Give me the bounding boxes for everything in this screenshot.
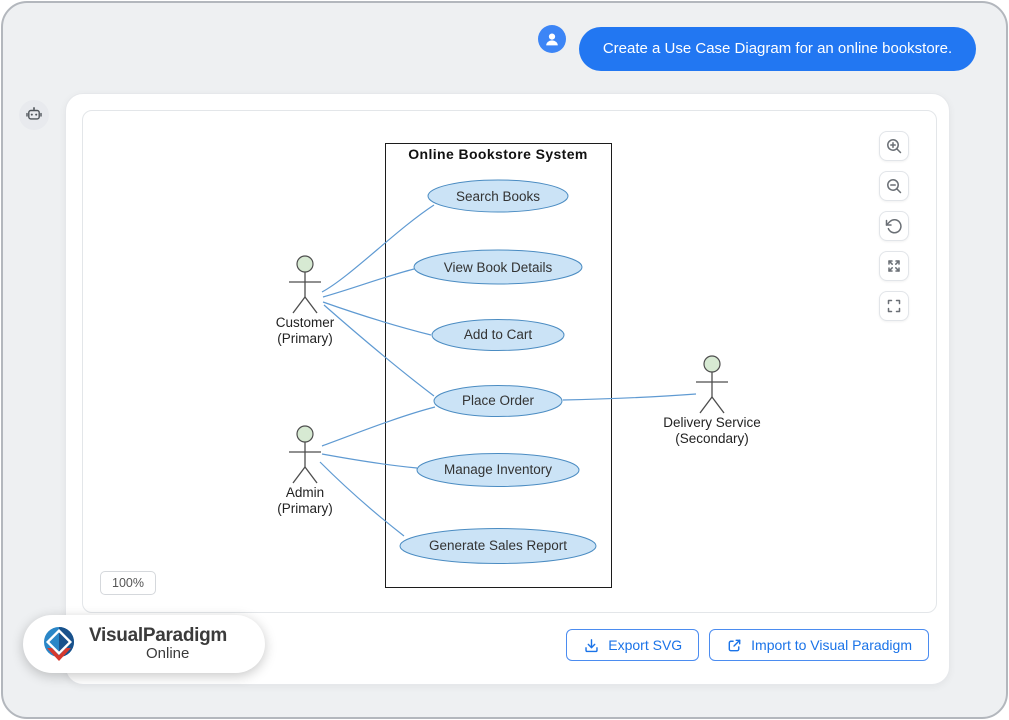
actor-admin-label: Admin: [286, 485, 324, 500]
fullscreen-button[interactable]: [879, 291, 909, 321]
zoom-out-button[interactable]: [879, 171, 909, 201]
association-delivery-place-order: [562, 393, 697, 401]
rotate-ccw-icon: [885, 219, 902, 234]
association-customer-add-to-cart: [322, 301, 432, 336]
arrows-out-icon: [888, 260, 900, 272]
download-icon: [585, 638, 598, 652]
reset-view-button[interactable]: [879, 211, 909, 241]
actor-delivery-label: Delivery Service: [663, 415, 761, 430]
visual-paradigm-logo-icon: [44, 627, 74, 661]
magnifier-plus-icon: [887, 139, 902, 154]
actor-delivery-service: [696, 355, 728, 414]
usecase-label: Manage Inventory: [444, 462, 552, 477]
export-svg-button[interactable]: Export SVG: [566, 629, 700, 661]
logo-word-paradigm: Paradigm: [142, 625, 228, 647]
actor-customer: [289, 255, 321, 314]
ai-assistant-button[interactable]: [19, 100, 49, 130]
export-svg-label: Export SVG: [608, 637, 683, 653]
system-title: Online Bookstore System: [408, 146, 588, 162]
logo-word-online: Online: [146, 645, 190, 663]
usecase-add-to-cart: Add to Cart: [431, 319, 565, 351]
association-admin-place-order: [321, 406, 436, 447]
usecase-search-books: Search Books: [427, 179, 569, 213]
association-admin-generate-sales-report: [319, 461, 405, 537]
usecase-place-order: Place Order: [433, 385, 563, 417]
zoom-level-badge: 100%: [100, 571, 156, 595]
magnifier-minus-icon: [887, 179, 902, 194]
fullscreen-corners-icon: [887, 299, 901, 313]
visual-paradigm-logo[interactable]: VisualParadigm Online: [23, 615, 265, 673]
external-link-icon: [728, 639, 741, 651]
usecase-diagram-svg: Search Books View Book Details Add to Ca…: [276, 143, 761, 588]
system-boundary: [385, 143, 612, 588]
person-icon: [546, 33, 558, 46]
logo-text: VisualParadigm Online: [89, 626, 227, 662]
logo-word-visual: Visual: [89, 625, 143, 647]
diagram-canvas[interactable]: Search Books View Book Details Add to Ca…: [82, 110, 937, 613]
actor-delivery-stereotype: (Secondary): [675, 431, 749, 446]
zoom-in-button[interactable]: [879, 131, 909, 161]
import-to-visual-paradigm-button[interactable]: Import to Visual Paradigm: [709, 629, 929, 661]
association-admin-manage-inventory: [321, 453, 418, 469]
usecase-label: Add to Cart: [464, 327, 533, 342]
actor-admin-stereotype: (Primary): [277, 501, 333, 516]
import-label: Import to Visual Paradigm: [751, 637, 912, 653]
usecase-view-book-details: View Book Details: [413, 249, 583, 285]
usecase-label: Search Books: [456, 189, 540, 204]
user-avatar: [538, 25, 566, 53]
usecase-label: Generate Sales Report: [429, 538, 567, 553]
usecase-manage-inventory: Manage Inventory: [416, 453, 580, 487]
expand-button[interactable]: [879, 251, 909, 281]
actor-admin: [289, 425, 321, 484]
association-customer-place-order: [323, 304, 435, 397]
zoom-toolbar: [879, 131, 909, 321]
main-card: Search Books View Book Details Add to Ca…: [65, 93, 950, 685]
chat-message-bubble: Create a Use Case Diagram for an online …: [579, 27, 976, 71]
usecase-generate-sales-report: Generate Sales Report: [399, 528, 597, 564]
association-lines: [319, 204, 697, 537]
association-customer-view-book-details: [322, 268, 415, 298]
usecase-label: Place Order: [462, 393, 535, 408]
robot-icon: [26, 107, 42, 120]
actor-customer-stereotype: (Primary): [277, 331, 333, 346]
usecase-label: View Book Details: [444, 260, 553, 275]
association-customer-search-books: [321, 204, 435, 293]
actor-customer-label: Customer: [276, 315, 335, 330]
footer-actions: Export SVG Import to Visual Paradigm: [566, 629, 929, 661]
